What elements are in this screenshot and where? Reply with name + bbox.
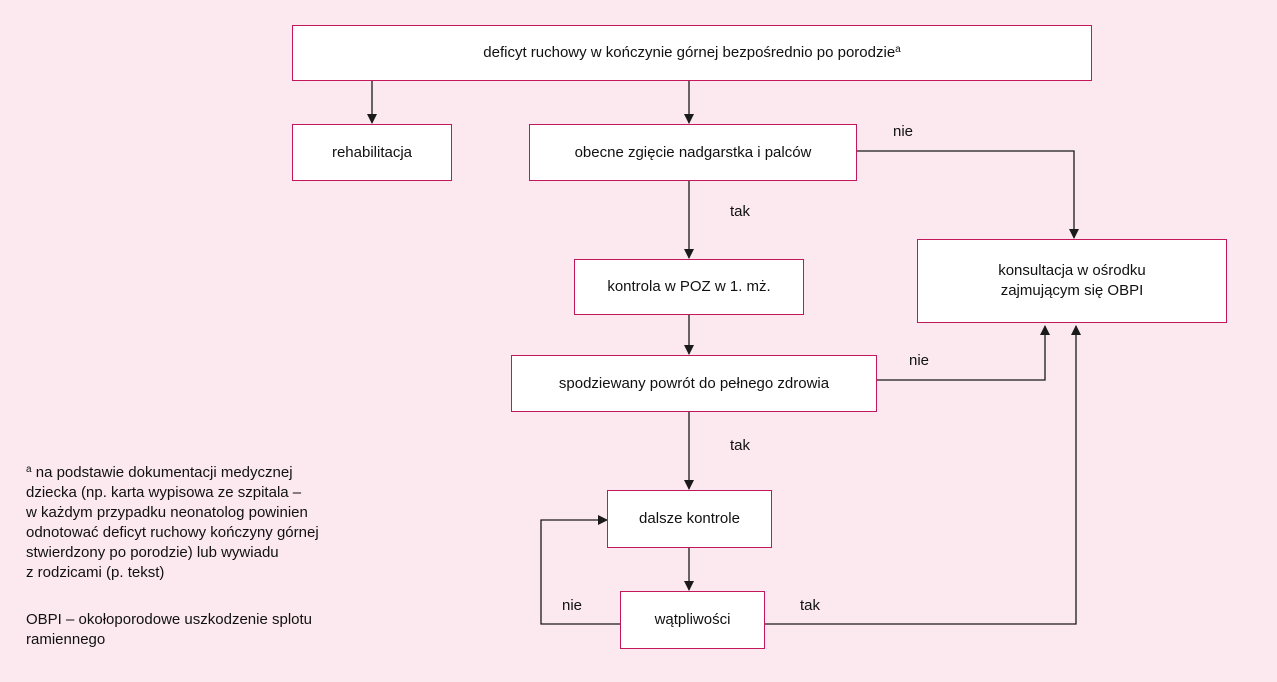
footnote-a-line-1: dziecka (np. karta wypisowa ze szpitala … [26, 484, 302, 501]
node-rehabilitation: rehabilitacja [292, 124, 452, 181]
node-further-checkups-label: dalsze kontrole [639, 510, 740, 527]
edge-doubts-no-to-further [540, 515, 620, 625]
footnote-a-marker: a [895, 44, 901, 55]
edge-expected-no-to-consult [877, 325, 1050, 381]
label-doubts-no: nie [562, 597, 583, 614]
footnote-a-line-5: z rodzicami (p. tekst) [26, 564, 165, 581]
node-doubts: wątpliwości [620, 591, 765, 649]
node-motor-deficit-text: deficyt ruchowy w kończynie górnej bezpo… [483, 44, 896, 61]
footnote-a-line-3: odnotować deficyt ruchowy kończyny górne… [26, 524, 319, 541]
node-motor-deficit-label: deficyt ruchowy w kończynie górnej bezpo… [483, 43, 900, 63]
node-wrist-finger-flexion-label: obecne zgięcie nadgarstka i palców [574, 143, 812, 161]
footnote-a-superscript: a [26, 464, 32, 475]
node-further-checkups: dalsze kontrole [607, 490, 772, 548]
footnote-a-line-2: w każdym przypadku neonatolog powinien [26, 504, 308, 521]
footnote-a-line: a na podstawie dokumentacji medycznej [26, 463, 406, 483]
label-expected-yes: tak [730, 437, 751, 454]
node-obpi-consultation-label: konsultacja w ośrodku zajmującym się OBP… [998, 261, 1146, 301]
node-motor-deficit: deficyt ruchowy w kończynie górnej bezpo… [292, 25, 1092, 81]
node-expected-recovery: spodziewany powrót do pełnego zdrowia [511, 355, 877, 412]
edge-flexion-no-to-consult [857, 150, 1079, 239]
node-wrist-finger-flexion: obecne zgięcie nadgarstka i palców [529, 124, 857, 181]
edge-doubts-yes-to-consult [765, 325, 1081, 625]
footnote-obpi: OBPI – okołoporodowe uszkodzenie splotu … [26, 610, 406, 650]
node-obpi-consultation: konsultacja w ośrodku zajmującym się OBP… [917, 239, 1227, 323]
node-obpi-consultation-line2: zajmującym się OBPI [1000, 282, 1144, 299]
node-expected-recovery-label: spodziewany powrót do pełnego zdrowia [558, 374, 830, 392]
footnote-a-line-0: na podstawie dokumentacji medycznej [31, 464, 293, 481]
footnote-a-line-4: stwierdzony po porodzie) lub wywiadu [26, 544, 279, 561]
label-expected-no: nie [909, 352, 930, 369]
node-poz-control: kontrola w POZ w 1. mż. [574, 259, 804, 315]
footnote-obpi-line-1: ramiennego [26, 631, 106, 648]
node-doubts-label: wątpliwości [654, 611, 731, 628]
footnote-a: a na podstawie dokumentacji medycznej dz… [26, 463, 406, 583]
label-flexion-yes: tak [730, 203, 751, 220]
label-doubts-yes: tak [800, 597, 821, 614]
node-poz-control-label: kontrola w POZ w 1. mż. [607, 278, 771, 295]
footnote-obpi-line-0: OBPI – okołoporodowe uszkodzenie splotu [26, 611, 313, 628]
node-rehabilitation-label: rehabilitacja [331, 143, 413, 161]
label-flexion-no: nie [893, 123, 914, 140]
node-obpi-consultation-line1: konsultacja w ośrodku [998, 262, 1146, 279]
